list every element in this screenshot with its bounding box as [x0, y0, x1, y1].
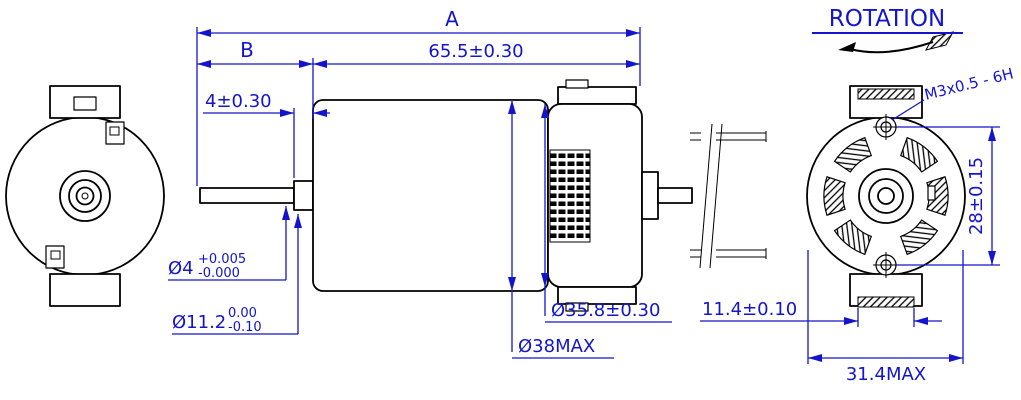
front-housing-outline — [5, 116, 165, 276]
rear-bearing-boss — [641, 171, 659, 220]
broken-extension-bottom — [690, 248, 767, 259]
rear-stamp-mark — [927, 185, 936, 201]
broken-extension-top — [690, 131, 767, 142]
front-shaft-hole — [75, 186, 95, 206]
shaft-collar — [293, 180, 314, 211]
dim-collar-dia-tol-upper: 0.00 — [228, 306, 257, 321]
front-terminal-inner-1 — [109, 126, 120, 136]
rear-end-view — [806, 31, 966, 308]
front-terminal-detail-2 — [45, 245, 65, 269]
bottom-terminal-tab — [565, 302, 589, 312]
rear-shaft-circle — [877, 187, 895, 205]
vent-slot — [823, 176, 846, 216]
vent-slot — [899, 219, 939, 256]
top-terminal-block — [557, 86, 637, 105]
thread-callout-label: M3x0.5 - 6H — [923, 64, 1016, 103]
vent-slot — [833, 136, 873, 173]
top-terminal-tab — [565, 79, 589, 89]
rear-top-knurl — [857, 88, 915, 100]
break-line-2 — [709, 123, 723, 269]
vent-slot — [833, 219, 873, 256]
front-shaft-center — [81, 192, 89, 200]
rear-shaft — [657, 187, 693, 204]
vent-slot — [899, 136, 939, 173]
bottom-terminal-block — [557, 286, 637, 305]
rear-bottom-knurl — [857, 296, 915, 308]
rear-bearing-boss-circle — [858, 168, 914, 224]
side-view — [199, 79, 767, 312]
dim-shaft-dia-tol-upper: +0.005 — [198, 252, 246, 267]
vent-slot-section — [549, 149, 591, 243]
front-terminal-detail-1 — [105, 121, 125, 145]
front-terminal-inner-2 — [50, 250, 61, 260]
rear-vent-slots — [823, 136, 949, 256]
front-end-view — [5, 85, 165, 307]
dim-body-length-label: 65.5±0.30 — [428, 41, 523, 62]
leader-thread — [891, 99, 925, 121]
output-shaft — [199, 187, 295, 204]
rear-bushing-circle — [868, 178, 904, 214]
side-view-dimensions: A B 65.5±0.30 4±0.30 Ø4 +0.005 -0.000 Ø1… — [168, 7, 672, 359]
front-bearing-boss — [59, 170, 111, 222]
dim-collar-length-label: 4±0.30 — [205, 91, 272, 112]
motor-can — [312, 99, 549, 292]
front-tab-detail — [73, 96, 97, 111]
rotation-arrow-icon — [838, 31, 954, 54]
dim-B-label: B — [240, 38, 254, 62]
dim-hole-spacing-label: 28±0.15 — [966, 157, 987, 235]
dim-max-dia-label: Ø38MAX — [518, 336, 595, 357]
dim-collar-dia-label: Ø11.2 — [172, 312, 226, 333]
mounting-hole-bottom — [873, 252, 899, 278]
dim-body-dia-label: Ø35.8±0.30 — [551, 300, 660, 321]
mounting-hole-top — [873, 114, 899, 140]
front-top-tab — [49, 85, 121, 119]
dim-tab-width-label: 11.4±0.10 — [702, 299, 797, 320]
dim-shaft-dia-tol-lower: -0.000 — [198, 266, 240, 281]
front-bottom-tab — [49, 273, 121, 307]
break-line-1 — [699, 123, 713, 269]
dim-collar-dia-tol-lower: -0.10 — [228, 320, 262, 335]
rotation-label: ROTATION — [829, 6, 945, 32]
dim-A-label: A — [445, 7, 459, 31]
dim-flats-width-label: 31.4MAX — [846, 364, 926, 385]
dim-shaft-dia-label: Ø4 — [168, 258, 194, 279]
front-bushing — [68, 179, 102, 213]
rear-view-dimensions: ROTATION M3x0.5 - 6H 28±0.15 11.4±0.10 3… — [700, 6, 1015, 385]
